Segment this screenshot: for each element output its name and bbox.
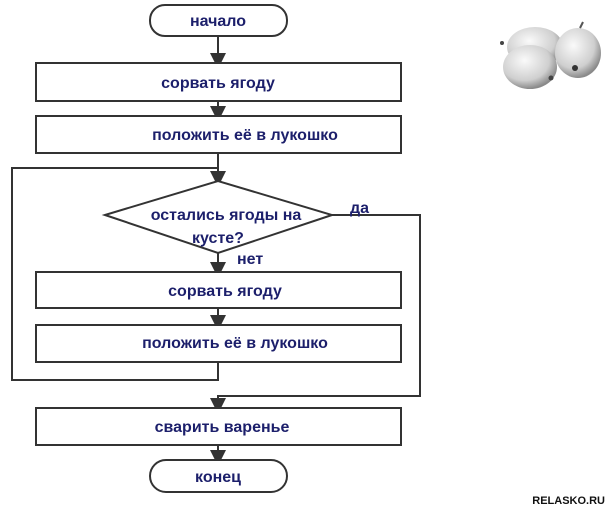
yes-label: да: [350, 200, 369, 217]
step-pick-berry: сорвать ягоду: [35, 62, 402, 102]
final-step-label: сварить варенье: [155, 419, 290, 436]
yes-branch-line: [210, 214, 421, 414]
decision-line1: остались ягоды на: [151, 207, 302, 224]
decision-berries-left: остались ягоды на кусте?: [101, 179, 336, 255]
loop-step1-label: сорвать ягоду: [168, 283, 282, 300]
loop-back-line: [11, 167, 219, 381]
no-label: нет: [237, 251, 263, 268]
end-label: конец: [195, 469, 241, 486]
connectors: [11, 36, 421, 466]
step2-label: положить её в лукошко: [152, 127, 338, 144]
loop-step-put-in-basket: положить её в лукошко: [35, 324, 402, 363]
step-cook-jam: сварить варенье: [35, 407, 402, 446]
loop-step-pick-berry: сорвать ягоду: [35, 271, 402, 309]
start-label: начало: [190, 13, 246, 30]
watermark: RELASKO.RU: [532, 495, 605, 507]
step-put-in-basket: положить её в лукошко: [35, 115, 402, 154]
loop-step2-label: положить её в лукошко: [142, 335, 328, 352]
berries-icon: [500, 21, 601, 89]
step1-label: сорвать ягоду: [161, 75, 275, 92]
decision-line2: кусте?: [192, 230, 244, 247]
start-terminator: начало: [149, 4, 288, 37]
end-terminator: конец: [149, 459, 288, 493]
